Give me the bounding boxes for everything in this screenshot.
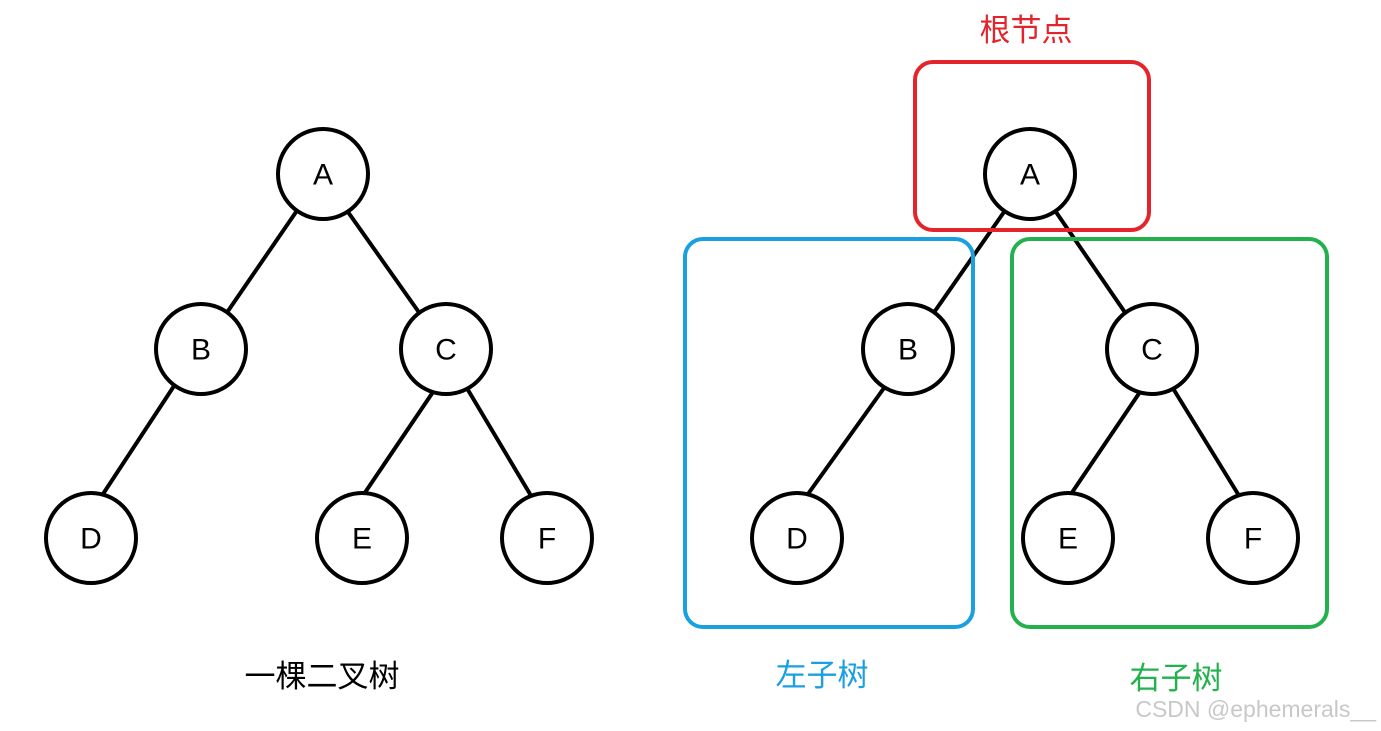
node-label: B xyxy=(191,334,211,367)
watermark-text: CSDN @ephemerals__ xyxy=(1135,696,1377,722)
right-node-e: E xyxy=(1021,491,1115,585)
node-label: B xyxy=(898,334,918,367)
right-node-c: C xyxy=(1105,302,1199,396)
left-node-a: A xyxy=(276,127,370,221)
node-label: A xyxy=(1020,159,1040,192)
left-node-f: F xyxy=(500,491,594,585)
left-subtree-box xyxy=(683,237,975,629)
right-subtree-caption: 右子树 xyxy=(1130,661,1223,697)
right-edge-c-f xyxy=(1172,388,1240,496)
left-edge-b-d xyxy=(101,384,176,496)
node-label: C xyxy=(1141,334,1163,367)
node-label: E xyxy=(352,523,372,556)
root-caption: 根节点 xyxy=(980,13,1073,49)
left-tree-caption: 一棵二叉树 xyxy=(245,659,400,695)
left-tree-edges xyxy=(101,210,532,496)
right-subtree-box xyxy=(1010,237,1329,629)
right-edge-a-b xyxy=(933,210,1006,313)
right-edge-a-c xyxy=(1054,210,1126,313)
left-edge-c-f xyxy=(466,388,532,496)
root-highlight-box xyxy=(913,60,1151,232)
right-tree-nodes: A B C D E F xyxy=(750,127,1300,585)
node-label: D xyxy=(80,523,102,556)
left-tree-nodes: A B C D E F xyxy=(44,127,594,585)
right-node-f: F xyxy=(1206,491,1300,585)
left-node-c: C xyxy=(399,302,493,396)
right-edge-b-d xyxy=(806,386,886,496)
node-label: F xyxy=(1244,523,1262,556)
right-node-d: D xyxy=(750,491,844,585)
node-label: E xyxy=(1058,523,1078,556)
node-label: D xyxy=(786,523,808,556)
left-node-e: E xyxy=(315,491,409,585)
node-label: C xyxy=(435,334,457,367)
left-edge-a-b xyxy=(226,210,298,313)
node-label: F xyxy=(538,523,556,556)
left-subtree-caption: 左子树 xyxy=(776,658,869,694)
right-node-a: A xyxy=(983,127,1077,221)
right-edge-c-e xyxy=(1069,390,1142,496)
left-edge-a-c xyxy=(346,210,420,313)
left-edge-c-e xyxy=(362,390,435,496)
left-node-b: B xyxy=(154,302,248,396)
left-node-d: D xyxy=(44,491,138,585)
node-label: A xyxy=(313,159,333,192)
right-node-b: B xyxy=(861,302,955,396)
